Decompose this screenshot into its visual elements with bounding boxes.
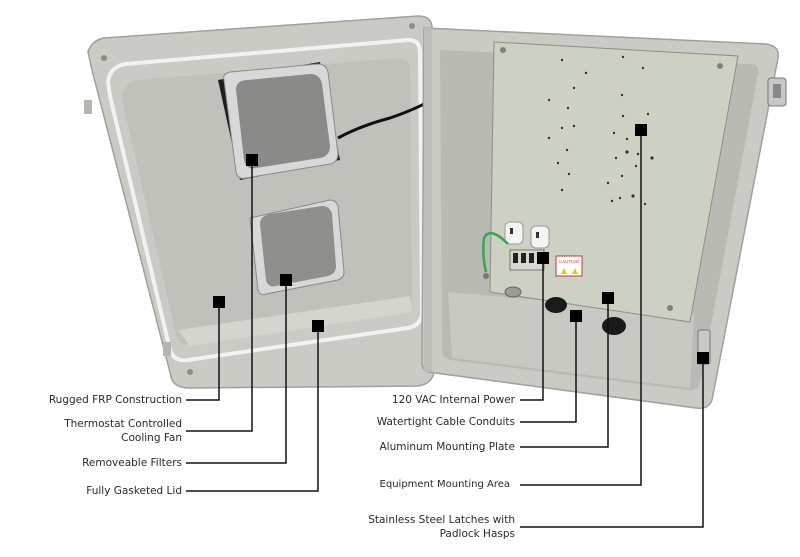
callout-label-latches: Stainless Steel Latches with Padlock Has… xyxy=(368,513,515,541)
leader-gasket xyxy=(186,326,319,492)
power-outlets xyxy=(482,221,550,279)
marker-fan xyxy=(246,154,258,166)
marker-area xyxy=(635,124,647,136)
leader-plate xyxy=(520,298,609,448)
enclosure-body: CAUTION xyxy=(421,27,787,410)
callout-label-area: Equipment Mounting Area xyxy=(380,478,510,492)
lid-screw xyxy=(101,55,107,61)
marker-gasket xyxy=(312,320,324,332)
label-text: Removeable Filters xyxy=(82,457,182,469)
marker-power xyxy=(537,252,549,264)
callout-label-gasket: Fully Gasketed Lid xyxy=(86,484,182,498)
lid-tab-bottom xyxy=(163,342,171,356)
label-text: Aluminum Mounting Plate xyxy=(379,441,515,453)
plate-screw xyxy=(717,63,723,69)
leader-power xyxy=(520,258,544,401)
marker-plate xyxy=(602,292,614,304)
callout-label-plate: Aluminum Mounting Plate xyxy=(379,440,515,454)
cooling-fan xyxy=(218,51,490,180)
leader-area xyxy=(520,130,642,486)
cable-conduit xyxy=(545,297,567,313)
label-text: Padlock Hasps xyxy=(439,528,515,540)
label-text: Watertight Cable Conduits xyxy=(376,416,515,428)
plate-screw xyxy=(500,47,506,53)
lid xyxy=(84,15,490,389)
callout-label-conduits: Watertight Cable Conduits xyxy=(377,415,515,429)
label-text: Cooling Fan xyxy=(121,432,182,444)
body-inner-floor xyxy=(448,292,694,388)
label-text: Fully Gasketed Lid xyxy=(86,485,182,497)
lid-tab-top xyxy=(84,100,92,114)
fan-filter-mesh xyxy=(236,74,330,169)
mounting-plate xyxy=(489,41,739,323)
leader-latches xyxy=(520,358,704,528)
callout-leaders xyxy=(186,130,704,528)
callout-label-filters: Removeable Filters xyxy=(82,456,182,470)
leader-conduits xyxy=(520,316,577,423)
cable-conduit xyxy=(602,317,626,335)
lid-inner-floor xyxy=(178,296,412,346)
caution-label: CAUTION xyxy=(555,255,583,277)
leader-frp xyxy=(186,302,220,401)
lid-screw xyxy=(409,23,415,29)
label-text: Equipment Mounting Area xyxy=(379,479,510,490)
hinge-strip xyxy=(424,28,432,372)
latch-top xyxy=(767,77,787,107)
marker-latches xyxy=(697,352,709,364)
lid-screw xyxy=(187,369,193,375)
label-text: 120 VAC Internal Power xyxy=(391,394,515,406)
callout-label-frp: Rugged FRP Construction xyxy=(49,393,182,407)
outlet xyxy=(530,225,550,249)
filter-grille xyxy=(249,199,345,295)
caution-text: CAUTION xyxy=(559,259,579,264)
marker-filters xyxy=(280,274,292,286)
mounting-holes xyxy=(547,55,654,206)
conduit-fitting xyxy=(504,286,522,298)
plate-screw xyxy=(667,305,673,311)
marker-frp xyxy=(213,296,225,308)
leader-fan xyxy=(186,160,253,432)
callout-markers xyxy=(213,124,709,364)
callout-label-fan: Thermostat Controlled Cooling Fan xyxy=(64,417,182,445)
marker-conduits xyxy=(570,310,582,322)
ground-wire xyxy=(482,231,509,273)
leader-filters xyxy=(186,280,287,464)
label-text: Thermostat Controlled xyxy=(64,418,182,430)
label-text: Stainless Steel Latches with xyxy=(368,514,515,526)
filter-mesh xyxy=(260,206,336,287)
callout-label-power: 120 VAC Internal Power xyxy=(392,393,515,407)
label-text: Rugged FRP Construction xyxy=(48,394,182,406)
outlet xyxy=(504,221,524,245)
